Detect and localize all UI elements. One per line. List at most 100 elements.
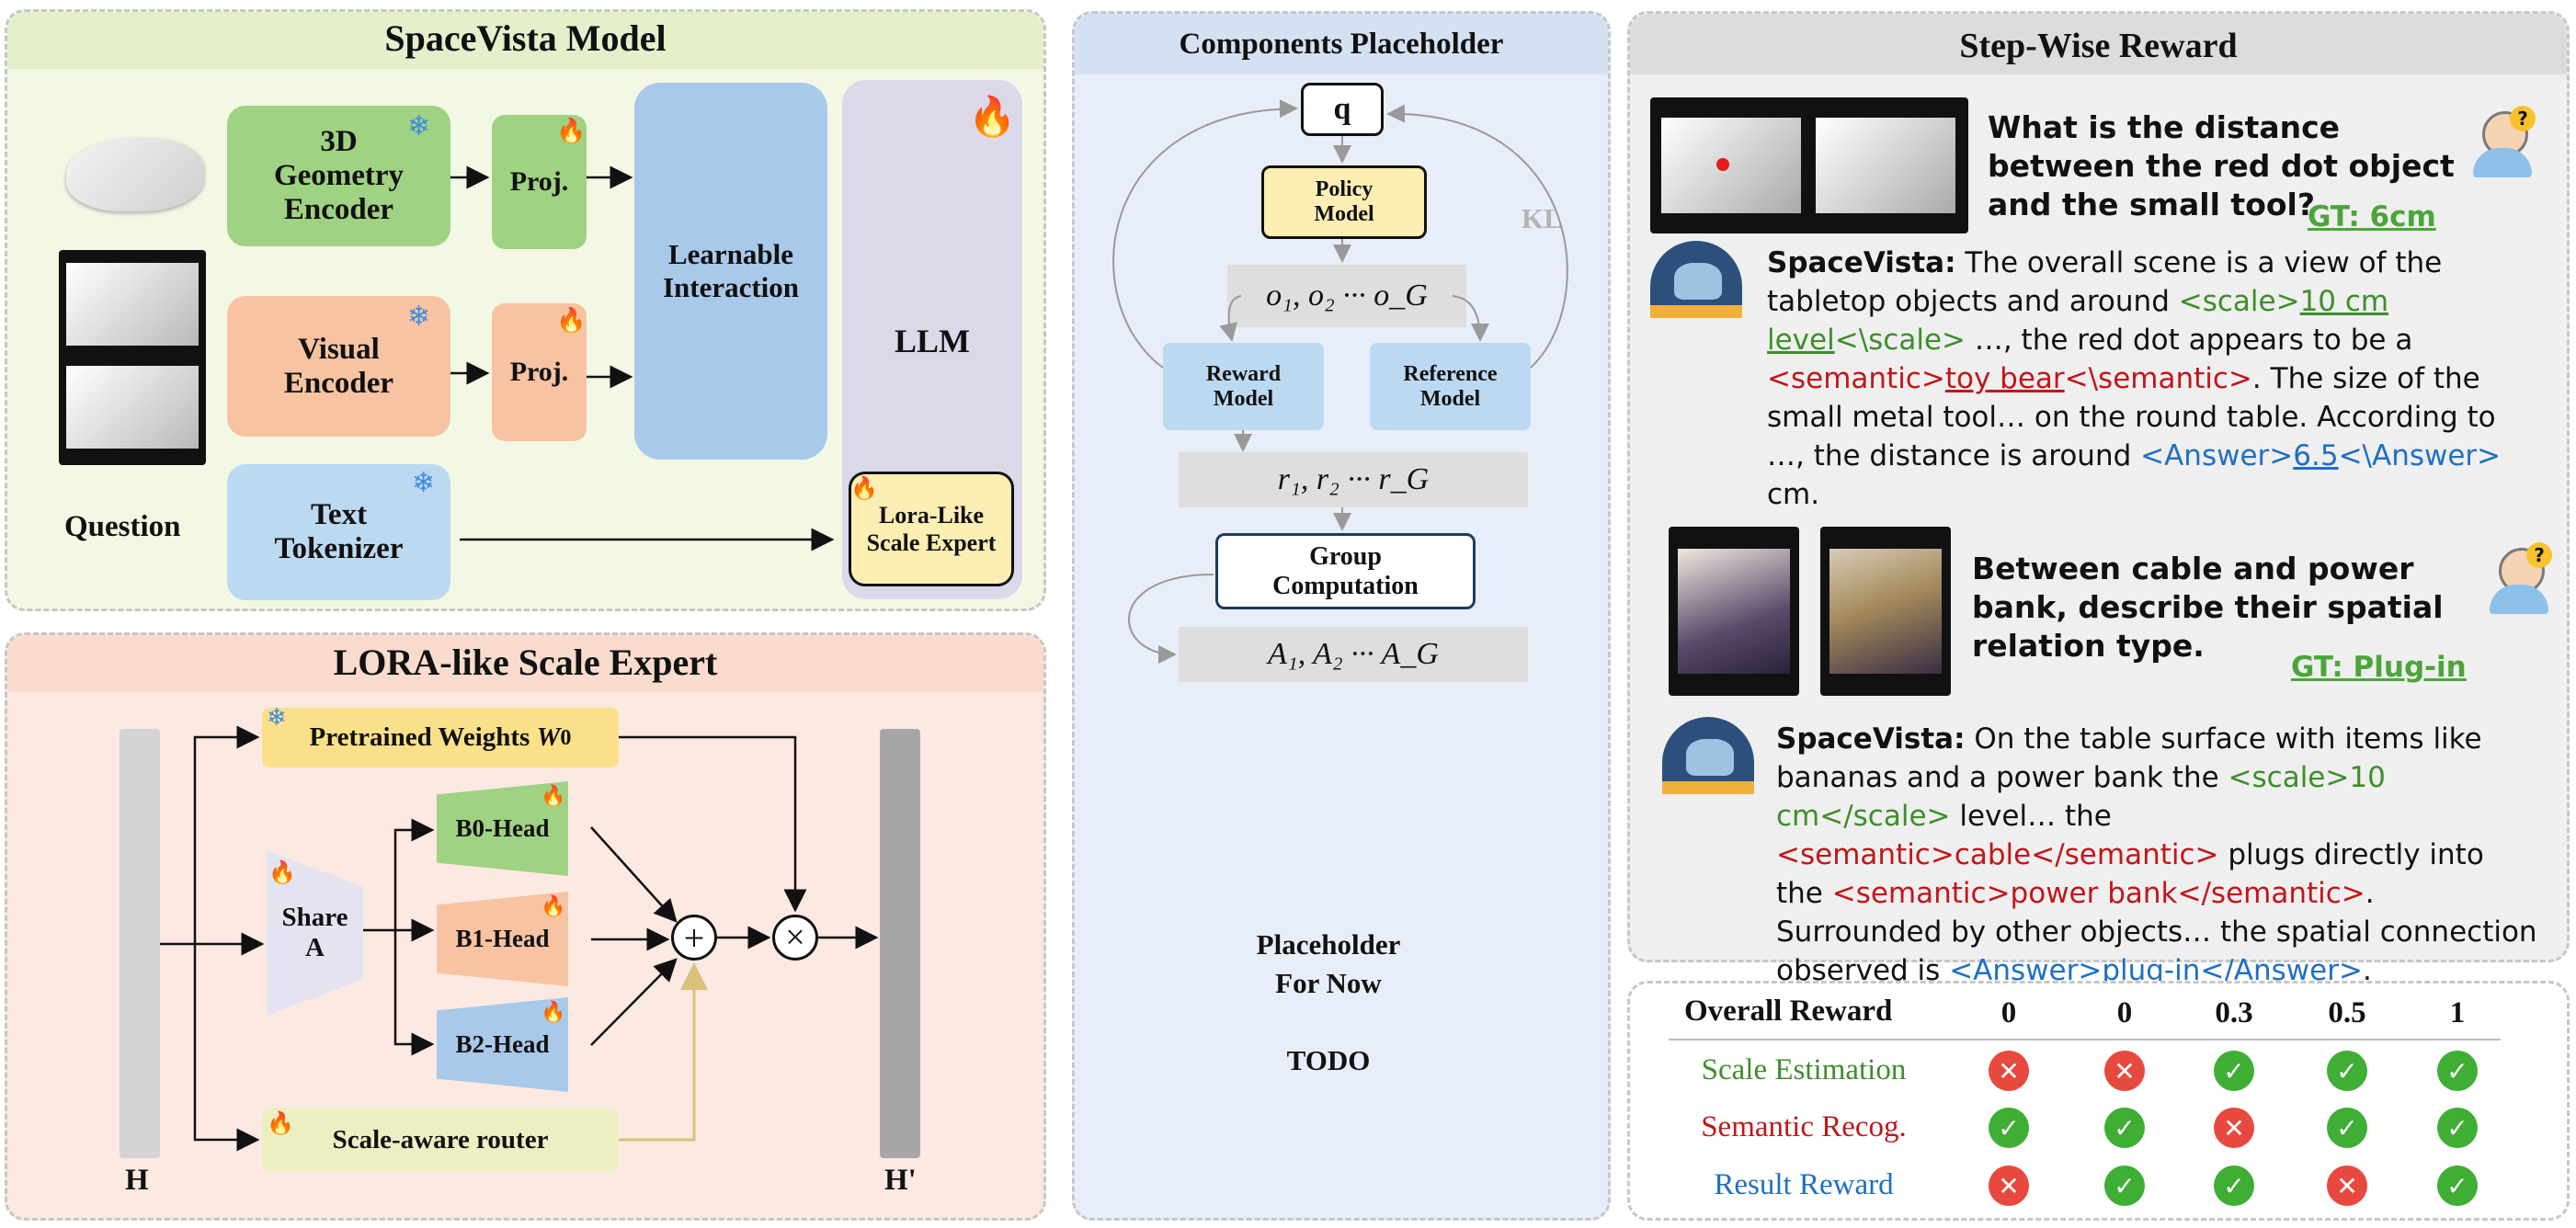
check-icon: ✓ xyxy=(2214,1051,2254,1091)
answer-2-part3: plugs directly into the xyxy=(1776,838,2484,910)
check-icon: ✓ xyxy=(1989,1108,2029,1148)
check-icon: ✓ xyxy=(2214,1165,2254,1206)
fire-icon: 🔥 xyxy=(968,97,1017,139)
snowflake-icon: ❄ xyxy=(412,468,436,498)
speaker-label-1: SpaceVista: xyxy=(1767,246,1956,279)
check-icon: ✓ xyxy=(2437,1165,2478,1206)
answer-1-scale-value: 10 cm level xyxy=(1767,285,2389,357)
h-input-label: H xyxy=(125,1164,149,1197)
answer-1-part4: cm. xyxy=(1767,478,1820,511)
video-frames-thumbnail xyxy=(59,250,206,465)
speaker-label-2: SpaceVista: xyxy=(1776,722,1966,756)
h-output-bar xyxy=(880,729,920,1158)
components-title: Components Placeholder xyxy=(1179,28,1504,61)
fire-icon: 🔥 xyxy=(268,861,296,885)
spacevista-avatar-icon xyxy=(1662,717,1754,796)
overall-reward-value: 0.3 xyxy=(2215,996,2253,1029)
b0-head-box: B0-Head xyxy=(437,781,568,876)
check-icon: ✓ xyxy=(2437,1051,2478,1091)
snowflake-icon: ❄ xyxy=(267,704,287,731)
lora-like-box: Lora-Like Scale Expert xyxy=(849,472,1014,586)
answer-1-semantic-value: toy bear xyxy=(1944,362,2065,395)
user-avatar-icon: ? xyxy=(2473,106,2536,179)
kl-label: KL xyxy=(1522,202,1563,234)
h-output-label: H' xyxy=(884,1164,917,1197)
lora-expert-title: LORA-like Scale Expert xyxy=(333,642,718,683)
overall-reward-value: 1 xyxy=(2449,996,2466,1029)
advantages-box: A₁, A₂ ··· A_G xyxy=(1179,627,1528,682)
fire-icon: 🔥 xyxy=(541,894,566,917)
ground-truth-1: GT: 6cm xyxy=(2308,200,2436,233)
check-icon: ✓ xyxy=(2437,1108,2478,1148)
components-title-bar xyxy=(1075,14,1608,74)
video-frames-q1 xyxy=(1650,97,1968,233)
proj-box-2: Proj. xyxy=(492,303,587,441)
cross-icon: ✕ xyxy=(2214,1108,2254,1148)
learnable-interaction-box: Learnable Interaction xyxy=(634,83,827,460)
rewards-box: r₁, r₂ ··· r_G xyxy=(1179,452,1528,507)
b1-head-box: B1-Head xyxy=(437,892,568,986)
fire-icon: 🔥 xyxy=(556,118,587,144)
reward-header-divider xyxy=(1669,1039,2501,1040)
reward-row-label: Semantic Recog. xyxy=(1701,1110,1907,1143)
fire-icon: 🔥 xyxy=(850,477,878,501)
stepwise-title: Step-Wise Reward xyxy=(1959,27,2238,65)
fire-icon: 🔥 xyxy=(267,1112,294,1136)
answer-1-answer-value: 6.5 xyxy=(2293,439,2339,472)
answer-1-part2: …, the red dot appears to be a xyxy=(1966,324,2413,357)
stepwise-title-bar xyxy=(1630,14,2567,74)
check-icon: ✓ xyxy=(2327,1051,2367,1091)
cross-icon: ✕ xyxy=(1989,1051,2029,1091)
b2-head-box: B2-Head xyxy=(437,997,568,1092)
reward-table-panel xyxy=(1627,981,2570,1221)
snowflake-icon: ❄ xyxy=(407,301,431,332)
question-2-text: Between cable and power bank, describe t… xyxy=(1972,551,2444,664)
answer-2-semantic-1: <semantic>cable</semantic> xyxy=(1776,838,2219,871)
llm-label: LLM xyxy=(894,323,970,359)
point-cloud-thumbnail xyxy=(66,138,204,211)
outputs-box: o₁, o₂ ··· o_G xyxy=(1227,265,1466,327)
check-icon: ✓ xyxy=(2104,1165,2145,1206)
sum-node: + xyxy=(671,915,717,961)
answer-2-text: SpaceVista: On the table surface with it… xyxy=(1776,720,2539,990)
snowflake-icon: ❄ xyxy=(407,111,431,142)
proj-box-1: Proj. xyxy=(492,115,587,249)
reward-model-box: Reward Model xyxy=(1163,343,1324,430)
fire-icon: 🔥 xyxy=(541,784,566,807)
video-frame-q2-a xyxy=(1669,527,1799,696)
policy-model-box: Policy Model xyxy=(1261,165,1427,239)
question-1-text: What is the distance between the red dot… xyxy=(1988,109,2455,222)
answer-2-part5: . xyxy=(2362,954,2372,987)
geometry-encoder-box: 3D Geometry Encoder xyxy=(227,106,450,246)
cross-icon: ✕ xyxy=(2104,1051,2145,1091)
todo-text: TODO xyxy=(1286,1044,1371,1076)
h-input-bar xyxy=(120,729,160,1158)
answer-1-part1: The overall scene is a view of the table… xyxy=(1767,246,2443,318)
reference-model-box: Reference Model xyxy=(1370,343,1531,430)
question-label: Question xyxy=(64,510,181,543)
answer-1-scale-open: <scale> xyxy=(2178,285,2300,318)
cross-icon: ✕ xyxy=(1989,1165,2029,1206)
pretrained-weights-subscript: 0 xyxy=(560,724,572,750)
visual-encoder-box: Visual Encoder xyxy=(227,296,450,437)
answer-1-semantic-close: <\semantic> xyxy=(2064,362,2252,395)
text-tokenizer-box: Text Tokenizer xyxy=(227,464,450,600)
answer-2-part1: On the table surface with items like ban… xyxy=(1776,722,2482,794)
answer-1-answer-open: <Answer> xyxy=(2140,439,2294,472)
overall-reward-value: 0 xyxy=(2000,996,2017,1029)
video-frame-q2-b xyxy=(1820,527,1951,696)
q-box: q xyxy=(1301,83,1384,136)
reward-row-label: Result Reward xyxy=(1714,1168,1894,1201)
spacevista-title-bar xyxy=(7,12,1043,69)
placeholder-text-line1: Placeholder xyxy=(1256,928,1401,961)
reward-row-label: Scale Estimation xyxy=(1701,1053,1907,1086)
answer-1-part3: . The size of the small metal tool… on t… xyxy=(1767,362,2496,472)
ground-truth-2: GT: Plug-in xyxy=(2291,651,2467,684)
answer-1-text: SpaceVista: The overall scene is a view … xyxy=(1767,244,2539,514)
overall-reward-label: Overall Reward xyxy=(1684,995,1893,1028)
group-computation-box: Group Computation xyxy=(1215,533,1476,609)
answer-2-semantic-2: <semantic>power bank</semantic> xyxy=(1831,877,2365,910)
spacevista-avatar-icon xyxy=(1650,241,1742,320)
